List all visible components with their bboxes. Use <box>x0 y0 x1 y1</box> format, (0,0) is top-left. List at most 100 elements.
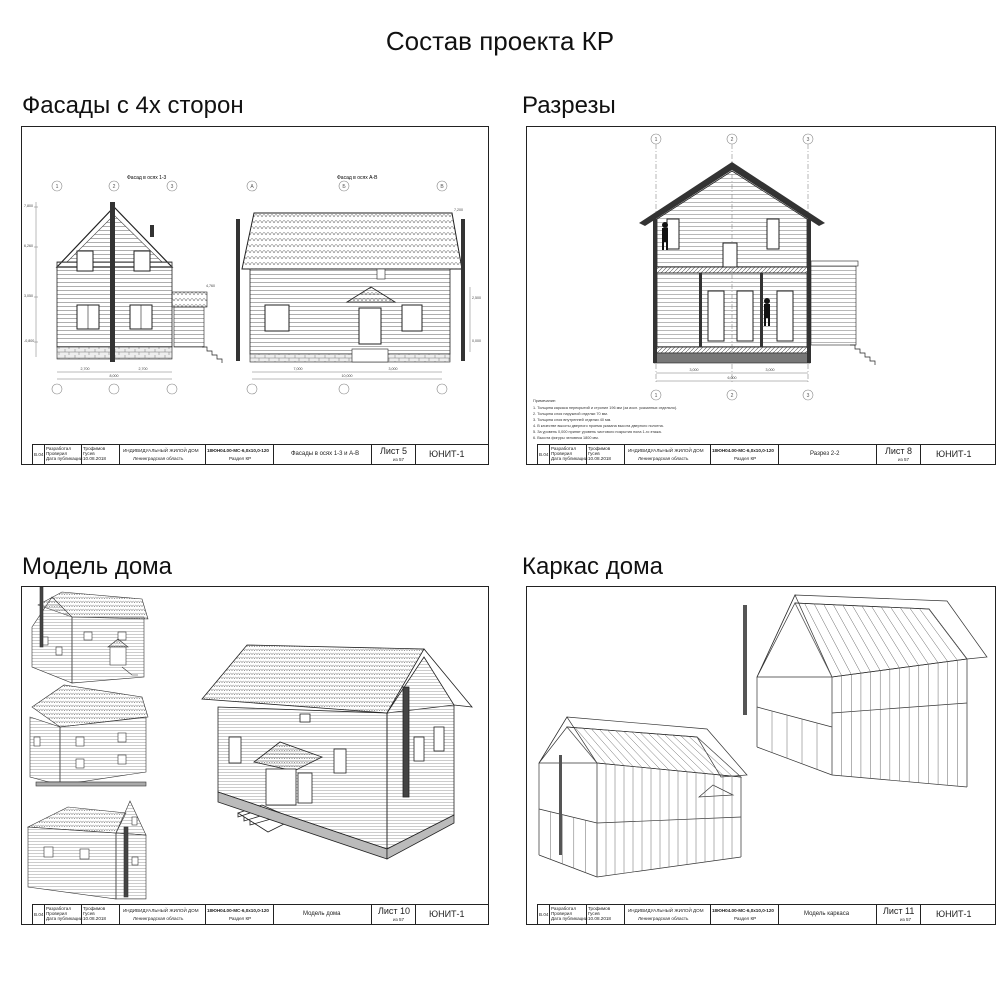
dim-label: 3,000 <box>766 368 775 372</box>
frame-member <box>631 731 670 771</box>
dim-label: 3,000 <box>389 367 398 371</box>
stamp-name: 10.08.2018 <box>83 916 106 921</box>
stamp-role: Разработал <box>551 446 577 451</box>
stamp-doc-code: 18ЮН04.00-МС-6,0х10,0-120 <box>712 448 774 453</box>
stamp-section: Раздел КР <box>734 456 757 461</box>
stamp-project: ИНДИВИДУАЛЬНЫЙ ЖИЛОЙ ДОМ <box>628 448 704 453</box>
elev-label: 2,500 <box>472 296 481 300</box>
section-house <box>639 162 876 365</box>
frame-member <box>804 603 842 676</box>
frame-small-chimney <box>559 755 562 855</box>
frame-member <box>861 605 900 669</box>
stamp-sheet-name: Модель дома <box>303 911 341 917</box>
stamp-name: Трофимов <box>588 906 611 911</box>
elev-label: 7,200 <box>454 208 463 212</box>
stamp-role: Проверил <box>551 451 573 456</box>
model-view-2 <box>29 684 149 787</box>
elev-label: 0,000 <box>472 339 481 343</box>
frame-member <box>615 730 652 769</box>
title-block: В.04 Разработал Проверил Дата публикации… <box>537 444 995 464</box>
axis-label: 1 <box>655 137 658 143</box>
stamp-project: ИНДИВИДУАЛЬНЫЙ ЖИЛОЙ ДОМ <box>123 908 199 913</box>
stamp-name: 10.08.2018 <box>588 916 611 921</box>
stamp-role: Дата публикации <box>46 456 83 461</box>
frame-member <box>919 608 958 661</box>
stamp-sheet-total: из 57 <box>900 917 912 922</box>
axis-label: А <box>250 184 254 190</box>
note-line: 4. В качестве высоты дверного проема ука… <box>533 424 664 428</box>
stamp-section: Раздел КР <box>229 916 252 921</box>
dim-label: 6,000 <box>728 376 737 380</box>
frame-member <box>890 607 929 665</box>
frame-member <box>842 605 881 671</box>
title-block: В.04 Разработал Проверил Дата публикации… <box>32 444 488 464</box>
stamp-name: Гусев <box>83 911 95 916</box>
dim-label: 2,700 <box>81 367 90 371</box>
elev-label: 3,050 <box>24 294 33 298</box>
stamp-region: Ленинградская область <box>133 456 184 461</box>
frame-member <box>696 736 742 778</box>
frame-member <box>688 736 733 777</box>
frame-large-studs <box>756 602 968 787</box>
sheet-facades[interactable]: Фасад в осях 1-3 Фасад в осях А-В 1 2 3 … <box>21 126 489 465</box>
cuts-drawing: 1 2 3 1 2 3 <box>533 133 876 440</box>
axis-label: Б <box>342 184 346 190</box>
stamp-code-col: В.04 <box>539 452 549 457</box>
dim-label: 8,000 <box>110 374 119 378</box>
axis-label: 2 <box>113 184 116 190</box>
frame-member <box>680 735 724 776</box>
model-main-view <box>201 644 473 860</box>
stamp-region: Ленинградская область <box>638 456 689 461</box>
stamp-code-col: В.04 <box>34 452 44 457</box>
frame-member <box>833 604 871 672</box>
frame-member <box>813 603 852 675</box>
frame-member <box>672 734 715 775</box>
page-title: Состав проекта КР <box>385 26 615 56</box>
stamp-section: Раздел КР <box>734 916 757 921</box>
sheet-cuts[interactable]: 1 2 3 1 2 3 <box>526 126 996 465</box>
stamp-sheet-number: Лист 8 <box>885 446 913 456</box>
stamp-name: Гусев <box>588 911 600 916</box>
axis-label: 3 <box>807 137 810 143</box>
facade-right-house <box>236 212 465 363</box>
stamp-sheet-number: Лист 11 <box>883 906 915 916</box>
frame-member <box>583 728 616 765</box>
frame-member <box>656 733 697 773</box>
stamp-sheet-name: Фасады в осях 1-3 и А-В <box>291 451 360 457</box>
stamp-org: ЮНИТ-1 <box>429 449 465 459</box>
frame-large <box>756 594 988 788</box>
model-view-1 <box>31 587 149 684</box>
frame-member <box>607 729 643 768</box>
frame-member <box>928 608 968 660</box>
stamp-sheet-number: Лист 5 <box>380 446 408 456</box>
stamp-role: Дата публикации <box>46 916 83 921</box>
sheet-model[interactable]: В.04 Разработал Проверил Дата публикации… <box>21 586 489 925</box>
stamp-sheet-total: из 57 <box>393 457 405 462</box>
frame-member <box>871 606 910 667</box>
stamp-doc-code: 18ЮН04.00-МС-6,0х10,0-120 <box>712 908 774 913</box>
stamp-name: 10.08.2018 <box>83 456 106 461</box>
stamp-project: ИНДИВИДУАЛЬНЫЙ ЖИЛОЙ ДОМ <box>123 448 199 453</box>
stamp-section: Раздел КР <box>229 456 252 461</box>
stamp-role: Дата публикации <box>551 456 588 461</box>
sheet-frame[interactable]: В.04 Разработал Проверил Дата публикации… <box>526 586 996 925</box>
stamp-sheet-total: из 57 <box>898 457 910 462</box>
stamp-region: Ленинградская область <box>133 916 184 921</box>
dim-label: 10,000 <box>342 374 353 378</box>
stamp-role: Разработал <box>46 446 72 451</box>
frame-member <box>909 607 948 662</box>
elev-label: 4,760 <box>206 284 215 288</box>
axis-label: 2 <box>731 137 734 143</box>
stamp-code-col: В.04 <box>34 912 44 917</box>
frame-member <box>591 728 625 766</box>
note-line: 1. Толщина каркаса перекрытий и стропил … <box>533 406 677 410</box>
section-heading-cuts: Разрезы <box>522 92 616 119</box>
dim-label: 2,700 <box>139 367 148 371</box>
stamp-role: Проверил <box>551 911 573 916</box>
section-heading-facades: Фасады с 4х сторон <box>22 92 244 119</box>
frame-member <box>900 607 939 663</box>
stamp-sheet-number: Лист 10 <box>378 906 411 916</box>
title-block: В.04 Разработал Проверил Дата публикации… <box>32 904 488 924</box>
note-line: 5. За уровень 0,000 принят уровень чисто… <box>533 430 662 434</box>
stamp-role: Дата публикации <box>551 916 588 921</box>
